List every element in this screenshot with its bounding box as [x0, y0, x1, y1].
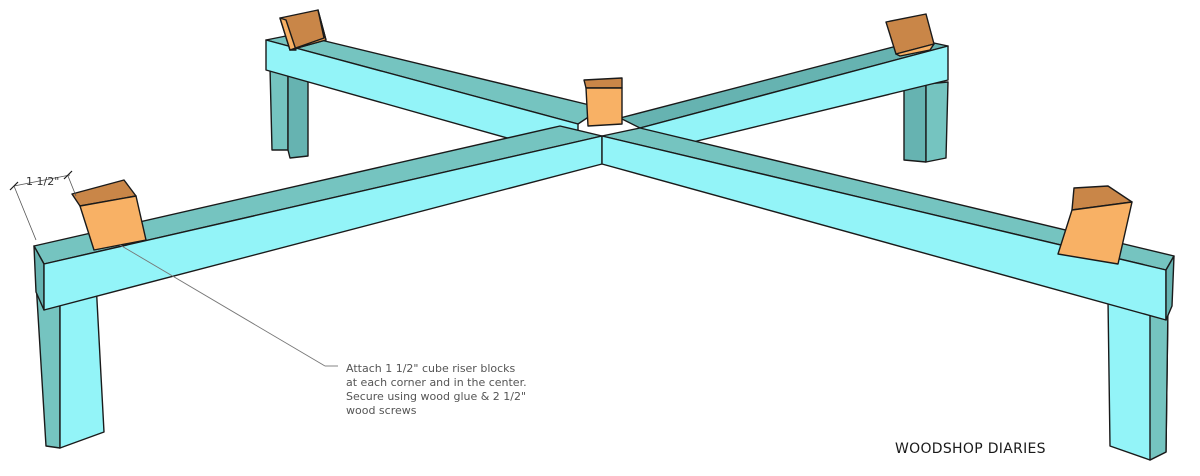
back-right-leg	[903, 81, 949, 163]
back-right-rail	[619, 39, 949, 151]
back-left-leg	[269, 67, 309, 159]
callout-line-3: Secure using wood glue & 2 1/2"	[346, 390, 526, 403]
riser-block-center	[583, 77, 623, 127]
callout-line-2: at each corner and in the center.	[346, 376, 527, 389]
callout-leader	[119, 244, 326, 367]
riser-block-front-right	[1057, 185, 1133, 265]
front-right-leg	[1107, 299, 1169, 461]
callout-line-1: Attach 1 1/2" cube riser blocks	[346, 362, 516, 375]
dimension-marker: 1 1/2"	[9, 170, 77, 241]
callout-line-4: wood screws	[346, 404, 417, 417]
callout-text: Attach 1 1/2" cube riser blocks at each …	[346, 362, 530, 417]
dimension-label: 1 1/2"	[26, 175, 59, 188]
front-left-rail	[33, 125, 603, 311]
front-right-rail	[601, 127, 1175, 321]
riser-block-back-right	[885, 13, 935, 57]
riser-block-front-left	[71, 179, 147, 251]
brand-wordmark: WOODSHOP DIARIES	[895, 441, 1046, 457]
riser-block-back-left	[279, 9, 327, 51]
